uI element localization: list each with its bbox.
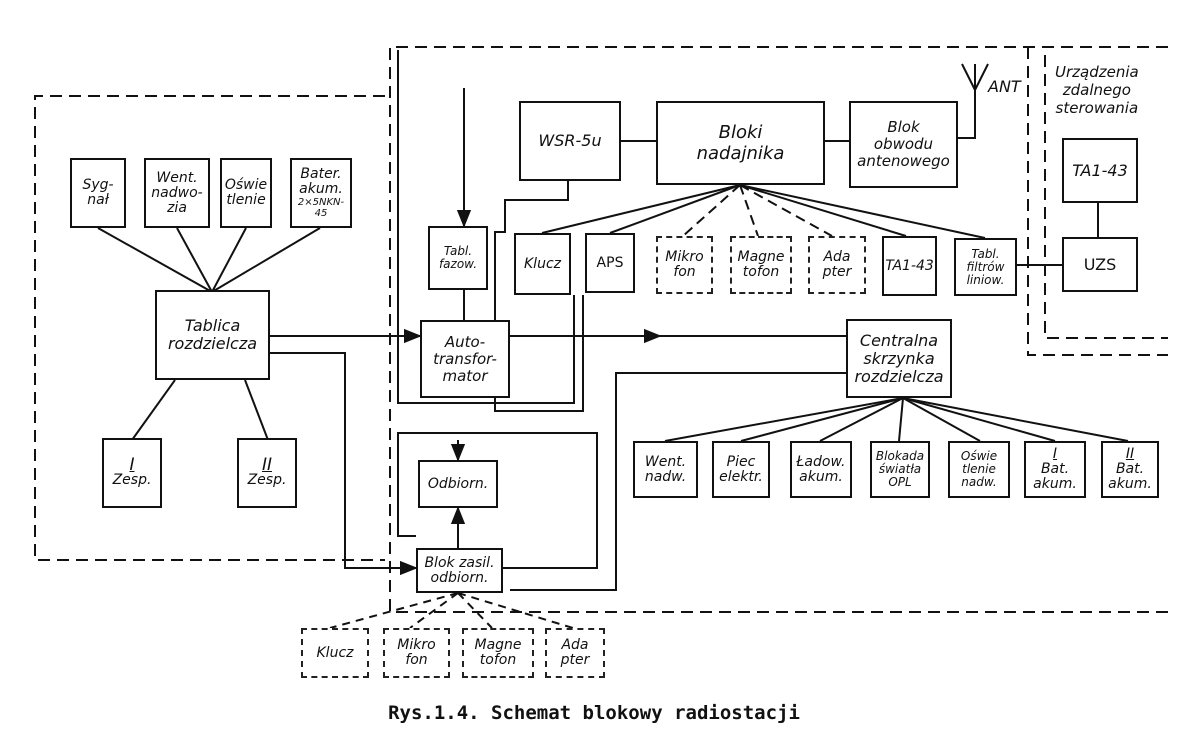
block-oswietlenie-nadw: Oświe tlenie nadw. bbox=[948, 441, 1010, 498]
bater-akum-label: Bater. akum. bbox=[299, 166, 343, 197]
block-wsr-5u: WSR-5u bbox=[519, 101, 621, 181]
block-magnetofon-bottom: Magne tofon bbox=[462, 628, 534, 678]
block-klucz-bottom: Klucz bbox=[301, 628, 369, 678]
block-blokada-swiatla: Blokada światła OPL bbox=[870, 441, 930, 498]
zesp-1-label: Zesp. bbox=[112, 472, 152, 488]
ant-label: ANT bbox=[988, 77, 1021, 96]
block-aps: APS bbox=[585, 233, 635, 293]
block-obwodu-antenowego: Blok obwodu antenowego bbox=[849, 101, 958, 188]
block-bloki-nadajnika: Bloki nadajnika bbox=[656, 101, 825, 185]
zesp-1-number: I bbox=[129, 455, 135, 475]
block-uzs: UZS bbox=[1062, 237, 1138, 292]
block-ta-1-43-remote: TA1-43 bbox=[1062, 138, 1138, 203]
bat-akum-2-number: II bbox=[1125, 446, 1135, 462]
block-bat-akum-2: II Bat. akum. bbox=[1101, 441, 1159, 498]
bat-akum-2-label: Bat. akum. bbox=[1108, 461, 1152, 492]
block-oswietlenie: Oświe tlenie bbox=[220, 158, 272, 228]
block-zesp-2: II Zesp. bbox=[237, 438, 297, 508]
block-blok-zasil-odbiorn: Blok zasil. odbiorn. bbox=[416, 548, 503, 593]
bat-akum-1-number: I bbox=[1052, 446, 1058, 462]
block-mikrofon-bottom: Mikro fon bbox=[383, 628, 450, 678]
block-bat-akum-1: I Bat. akum. bbox=[1024, 441, 1086, 498]
zesp-2-number: II bbox=[261, 455, 273, 475]
block-piec-elektr: Piec elektr. bbox=[712, 441, 770, 498]
block-autotransformator: Auto- transfor- mator bbox=[420, 320, 510, 398]
left-enclosure bbox=[34, 95, 385, 561]
block-magnetofon: Magne tofon bbox=[730, 236, 792, 294]
block-tabl-filtrow: Tabl. filtrów liniow. bbox=[954, 238, 1017, 296]
block-ta-1-43: TA1-43 bbox=[882, 236, 937, 296]
block-odbiorn: Odbiorn. bbox=[418, 460, 498, 508]
figure-caption: Rys.1.4. Schemat blokowy radiostacji bbox=[388, 702, 800, 724]
bater-akum-spec: 2×5NKN-45 bbox=[297, 197, 345, 219]
block-tablica-rozdzielcza: Tablica rozdzielcza bbox=[155, 290, 270, 380]
block-sygnal: Syg- nał bbox=[70, 158, 126, 228]
block-adapter-bottom: Ada pter bbox=[545, 628, 605, 678]
main-enclosure bbox=[389, 46, 1168, 613]
bat-akum-1-label: Bat. akum. bbox=[1033, 461, 1077, 492]
block-mikrofon: Mikro fon bbox=[656, 236, 713, 294]
block-adapter: Ada pter bbox=[808, 236, 866, 294]
block-centralna-skrzynka: Centralna skrzynka rozdzielcza bbox=[846, 319, 952, 398]
block-ladow-akum: Ładow. akum. bbox=[790, 441, 852, 498]
block-went-nadw: Went. nadw. bbox=[633, 441, 698, 498]
block-klucz: Klucz bbox=[514, 233, 571, 295]
block-tabl-fazow: Tabl. fazow. bbox=[428, 226, 488, 290]
block-went-nadwozia: Went. nadwo- zia bbox=[144, 158, 210, 228]
remote-control-label: Urządzenia zdalnego sterowania bbox=[1055, 63, 1139, 117]
block-zesp-1: I Zesp. bbox=[102, 438, 162, 508]
zesp-2-label: Zesp. bbox=[247, 472, 287, 488]
block-bater-akum: Bater. akum. 2×5NKN-45 bbox=[290, 158, 352, 228]
remote-enclosure bbox=[1027, 47, 1168, 356]
remote-inner-enclosure bbox=[1044, 55, 1168, 339]
